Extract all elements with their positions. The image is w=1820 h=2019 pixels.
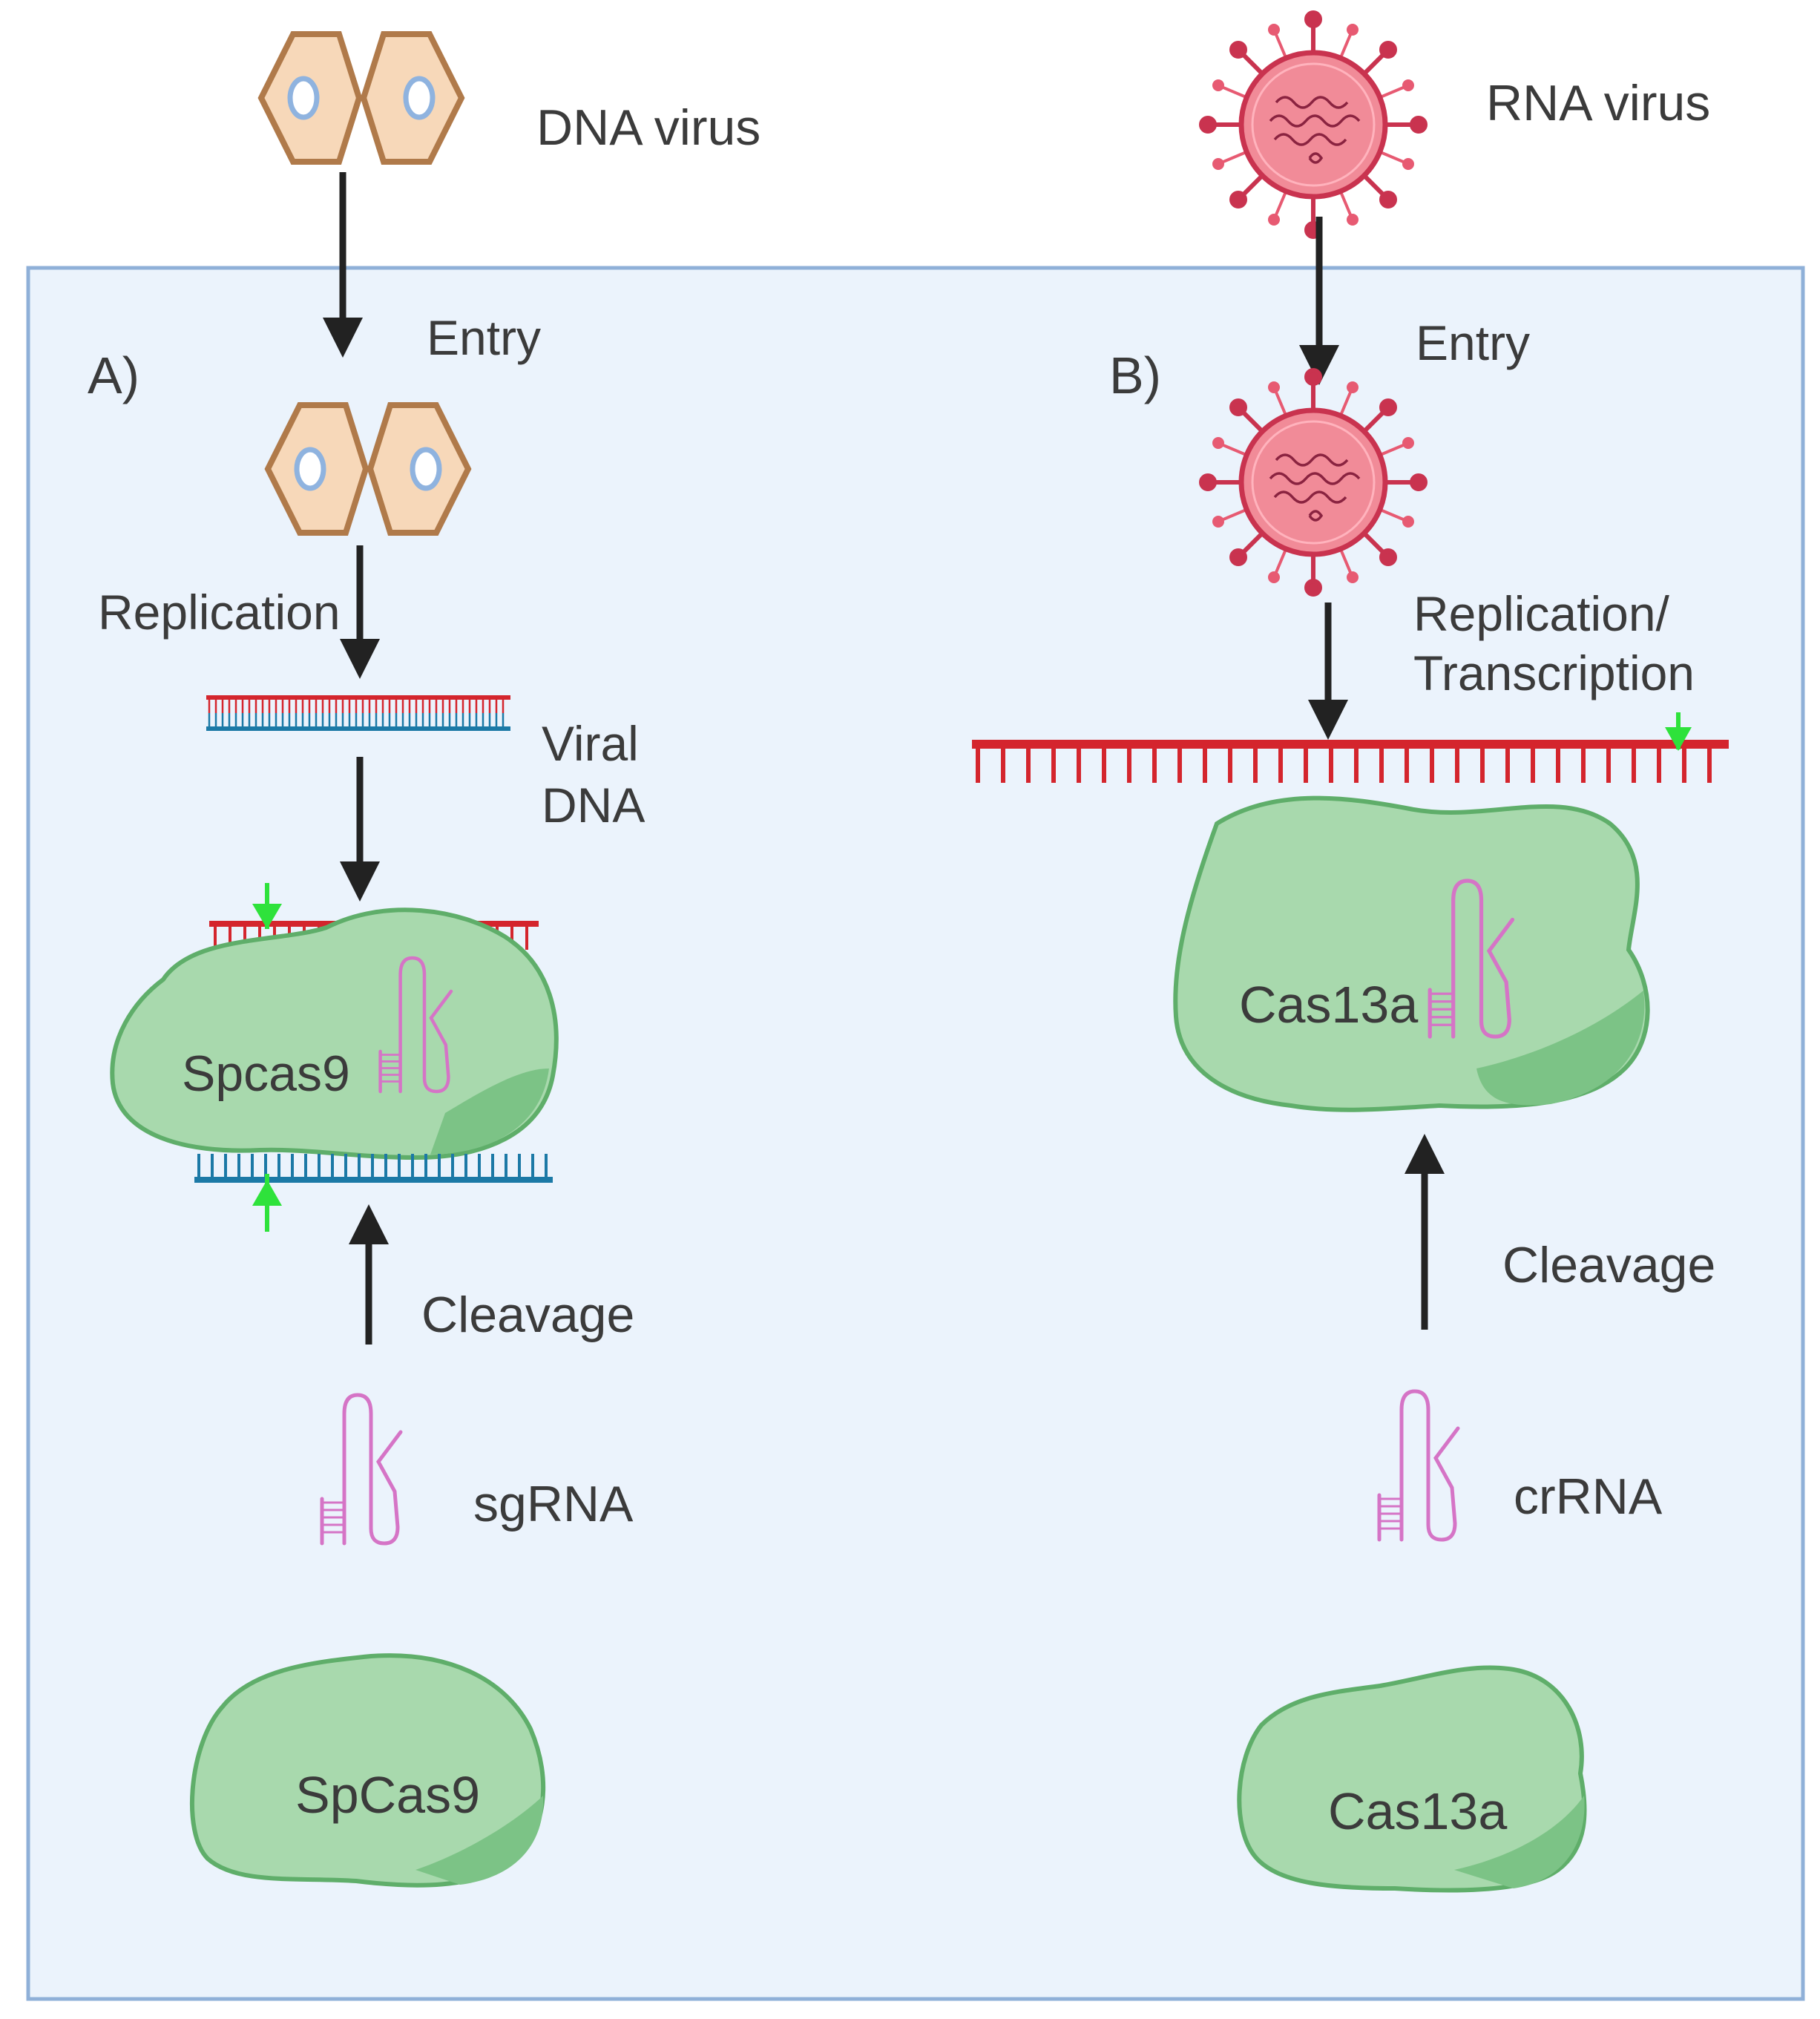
rna-virus-icon [1201,13,1425,237]
spcas9-complex-label: Spcas9 [182,1045,350,1102]
dna-virus-label: DNA virus [536,99,760,156]
replication-label-b-line2: Transcription [1413,646,1695,700]
rna-virus-label: RNA virus [1486,75,1710,131]
viral-rna-icon [972,740,1729,783]
cleavage-label-a: Cleavage [421,1287,634,1343]
replication-label-b-line1: Replication/ [1413,586,1670,641]
viral-dna-icon [206,695,510,731]
panel-b-marker: B) [1109,347,1161,404]
entry-label-a: Entry [427,310,541,365]
cas13a-complex-label: Cas13a [1239,976,1418,1034]
spcas9-protein-icon [190,1653,546,1888]
cut-marker-rna [1665,712,1692,751]
cleavage-label-b: Cleavage [1502,1237,1715,1293]
crrna-label: crRNA [1514,1468,1663,1525]
entry-label-b: Entry [1416,315,1530,370]
spcas9-complex: Spcas9 [110,907,559,1183]
viral-dna-label-line1: Viral [542,716,639,771]
replication-label-a: Replication [98,585,341,640]
cut-marker-bottom-a [252,1174,282,1232]
viral-dna-label-line2: DNA [542,778,645,833]
cas13a-complex: Cas13a [1173,795,1650,1112]
spcas9-protein-label: SpCas9 [295,1766,480,1824]
rna-virus-entered-icon [1201,370,1425,594]
cas13a-protein-icon [1237,1665,1587,1893]
cas13a-protein-label: Cas13a [1328,1782,1507,1840]
cut-marker-top-a [252,883,282,929]
dna-virus-icon [261,34,461,162]
sgrna-label: sgRNA [473,1476,634,1532]
panel-a-marker: A) [88,347,139,404]
